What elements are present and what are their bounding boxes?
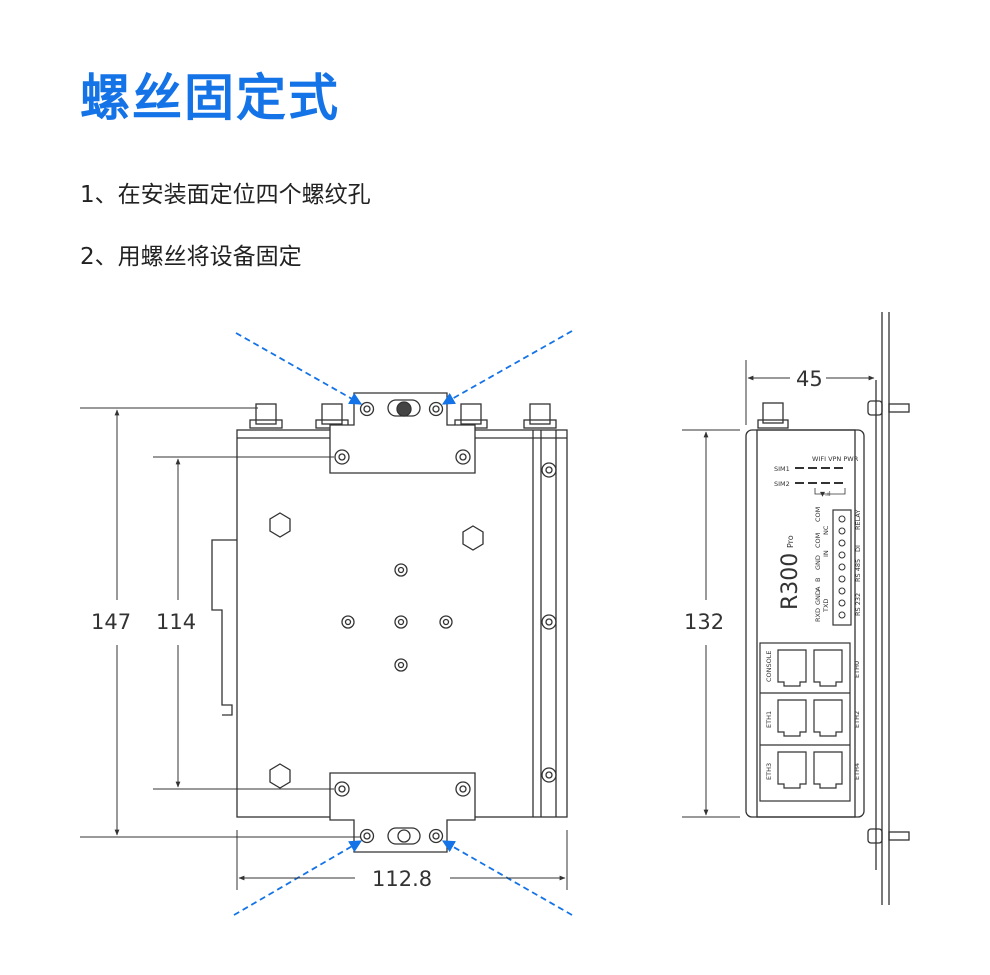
terminal-block: COM NC COM IN GND B A GND TXD RXD RELAY … (814, 507, 862, 626)
dim-side-depth: 45 (796, 367, 823, 391)
svg-text:RXD: RXD (814, 608, 822, 622)
svg-text:RELAY: RELAY (854, 510, 862, 530)
side-view (745, 312, 910, 905)
step-1: 1、在安装面定位四个螺纹孔 (80, 182, 371, 208)
page-title: 螺丝固定式 (80, 69, 340, 127)
svg-text:GND: GND (814, 590, 822, 605)
center-screws (341, 563, 453, 672)
front-dimensions (80, 407, 568, 890)
svg-text:IN: IN (822, 550, 830, 557)
dim-height-outer: 147 (91, 610, 131, 634)
port-labels: CONSOLE ETH1 ETH3 ETH0 ETH2 ETH4 (765, 651, 861, 781)
dim-side-height: 132 (684, 610, 724, 634)
svg-text:A: A (814, 586, 822, 591)
side-body (745, 429, 865, 818)
svg-text:ETH3: ETH3 (765, 763, 773, 780)
device-body (236, 429, 568, 818)
svg-text:WIFI VPN PWR: WIFI VPN PWR (812, 455, 859, 463)
led-indicators: WIFI VPN PWR SIM1 SIM2 ▼.ıl (774, 455, 859, 498)
svg-text:ETH1: ETH1 (765, 711, 773, 728)
svg-text:TXD: TXD (822, 599, 830, 613)
svg-text:SIM2: SIM2 (774, 480, 790, 488)
svg-text:RS 232: RS 232 (854, 593, 862, 616)
top-bracket (329, 392, 476, 474)
svg-text:COM: COM (814, 507, 822, 522)
svg-text:Pro: Pro (786, 535, 795, 548)
svg-text:NC: NC (822, 525, 830, 535)
dim-width: 112.8 (372, 867, 432, 891)
svg-text:CONSOLE: CONSOLE (765, 651, 773, 683)
svg-text:COM: COM (814, 533, 822, 548)
antenna-connectors (249, 403, 557, 429)
svg-text:ETH0: ETH0 (853, 661, 861, 678)
svg-text:RS 485: RS 485 (854, 559, 862, 582)
svg-text:B: B (814, 578, 822, 582)
side-dimensions (682, 360, 875, 818)
svg-text:R300: R300 (778, 553, 803, 610)
dim-height-inner: 114 (156, 610, 196, 634)
svg-text:SIM1: SIM1 (774, 465, 790, 473)
model-label: R300 Pro (778, 535, 803, 610)
svg-text:ETH2: ETH2 (853, 711, 861, 728)
svg-text:GND: GND (814, 555, 822, 570)
svg-text:ETH4: ETH4 (853, 763, 861, 780)
step-2: 2、用螺丝将设备固定 (80, 244, 302, 270)
ethernet-ports (759, 642, 851, 802)
svg-text:DI: DI (854, 545, 862, 552)
bottom-bracket (329, 772, 476, 853)
